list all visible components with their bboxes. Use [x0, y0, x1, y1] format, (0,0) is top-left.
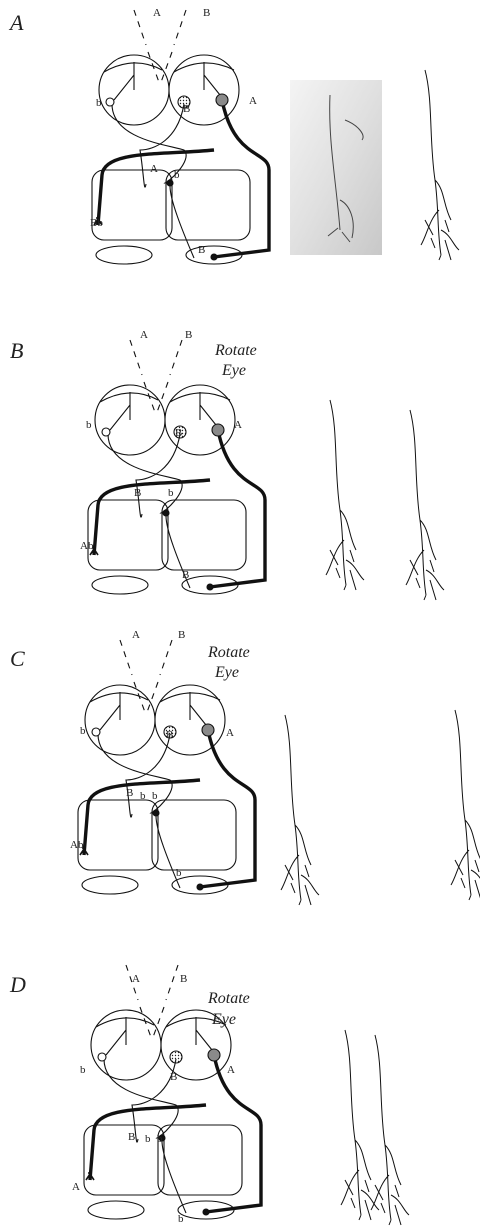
panel-b: B A B Rotate Eye b B A B b Ab B: [10, 329, 444, 600]
micrograph: [290, 80, 382, 255]
panel-label-b: B: [10, 338, 23, 363]
tectum-label: b: [140, 790, 146, 802]
retina-label: A: [249, 95, 257, 107]
tracing-c2: [451, 710, 480, 900]
panel-label-c: C: [10, 646, 25, 671]
panel-c: C A B Rotate Eye b B A B b b Ab b: [10, 629, 480, 905]
panel-label-d: D: [9, 972, 26, 997]
retina-label: A: [226, 727, 234, 739]
retina-label: B: [183, 103, 190, 115]
tectum-label: b: [178, 1213, 184, 1225]
tectum-label: Ab: [70, 839, 84, 851]
top-label-a: A: [153, 7, 161, 19]
top-label-b: B: [203, 7, 210, 19]
top-label-b: B: [178, 629, 185, 641]
tectum-label: b: [152, 790, 158, 802]
retina-label: A: [227, 1064, 235, 1076]
rotate-note: Rotate: [207, 644, 250, 661]
rotate-note: Rotate: [207, 990, 250, 1007]
rotate-note: Eye: [214, 664, 239, 681]
rotate-note: Eye: [221, 362, 246, 379]
top-label-b: B: [185, 329, 192, 341]
retina-label: B: [170, 1071, 177, 1083]
top-label-a: A: [132, 973, 140, 985]
panel-d: D A B Rotate Eye b B A B b b A b: [9, 965, 409, 1225]
tectum-label: B: [128, 1131, 135, 1143]
top-label-b: B: [180, 973, 187, 985]
rotate-note: Rotate: [214, 342, 257, 359]
retina-label: A: [234, 419, 242, 431]
tectum-label: b: [168, 487, 174, 499]
rotate-note: Eye: [211, 1011, 236, 1028]
tectum-label: A: [72, 1181, 80, 1193]
tectum-label: b: [174, 169, 180, 181]
tectum-label: Bb: [90, 217, 103, 229]
tectum-label: b: [145, 1133, 151, 1145]
tectum-label: Ab: [80, 540, 94, 552]
tectum-label: b: [157, 1133, 163, 1145]
tracing-a: [421, 70, 459, 260]
panel-a: A A B b B A A b Bb B: [8, 7, 459, 264]
tectum-label: B: [126, 787, 133, 799]
tracing-b1: [326, 400, 364, 590]
top-label-a: A: [140, 329, 148, 341]
retina-label: B: [175, 427, 182, 439]
panel-label-a: A: [8, 10, 24, 35]
tracing-c1: [281, 715, 319, 905]
tracing-d1: [341, 1030, 379, 1220]
tracing-d2: [371, 1035, 409, 1225]
top-label-a: A: [132, 629, 140, 641]
retina-label: b: [80, 725, 86, 737]
retina-label: b: [86, 419, 92, 431]
tectum-label: B: [134, 487, 141, 499]
tracing-b2: [406, 410, 444, 600]
retina-label: b: [96, 97, 102, 109]
tectum-label: A: [150, 163, 158, 175]
tectum-label: B: [182, 569, 189, 581]
tectum-label: b: [176, 867, 182, 879]
tectum-label: B: [198, 244, 205, 256]
retina-label: B: [166, 729, 173, 741]
retina-label: b: [80, 1064, 86, 1076]
